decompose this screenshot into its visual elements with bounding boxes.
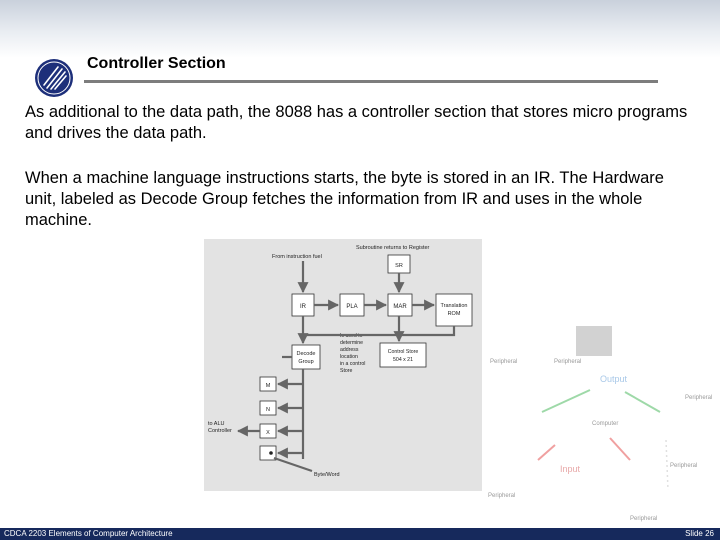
control-store-size: 504 x 21: [393, 357, 413, 363]
slide-title: Controller Section: [87, 55, 226, 72]
green-arrow-right: [624, 391, 661, 413]
controller-diagram: Subroutine returns to Register From inst…: [204, 239, 482, 491]
controller-label: Controller: [208, 428, 232, 434]
background-computer-diagram: Peripheral Peripheral Output Peripheral …: [488, 326, 712, 522]
slide-number: Slide 26: [685, 529, 714, 538]
m-label: M: [266, 383, 271, 389]
m-register-box: [259, 376, 277, 392]
group-label: Group: [298, 359, 313, 365]
control-store-label: Control Store: [388, 349, 419, 355]
red-arrow-left: [537, 444, 556, 461]
note-line-5: in a control: [340, 361, 365, 367]
n-register-box: [259, 400, 277, 416]
sr-label: SR: [395, 263, 403, 269]
note-line-2: determine: [340, 340, 363, 346]
translation-label: Translation: [440, 303, 467, 309]
bg-output-label: Output: [600, 374, 628, 384]
bg-computer-label: Computer: [592, 421, 618, 427]
bg-peripheral-label-2: Peripheral: [554, 359, 581, 365]
mar-label: MAR: [393, 304, 407, 310]
byte-word-box: [259, 445, 277, 461]
subroutine-label: Subroutine returns to Register: [356, 245, 430, 251]
university-logo-icon: [35, 59, 73, 97]
bg-input-label: Input: [560, 464, 581, 474]
background-square: [576, 326, 612, 356]
note-line-6: Store: [340, 368, 353, 374]
footer-bar: CDCA 2203 Elements of Computer Architect…: [0, 528, 720, 540]
bg-peripheral-label-3: Peripheral: [685, 395, 712, 401]
green-arrow-left: [541, 389, 591, 413]
red-arrow-right: [609, 437, 631, 461]
bg-peripheral-label-1: Peripheral: [490, 359, 517, 365]
note-line-3: address: [340, 347, 359, 353]
decode-group-box: [291, 344, 321, 370]
pla-label: PLA: [346, 304, 357, 310]
bg-peripheral-label-4: Peripheral: [670, 463, 697, 469]
byte-word-dot: [269, 451, 273, 455]
x-label: X: [266, 430, 270, 436]
byte-word-label: Byte/Word: [314, 472, 340, 478]
header-band: [0, 0, 720, 58]
bg-dashed-line: [665, 439, 669, 491]
from-instruction-label: From instruction fuel: [272, 254, 322, 260]
bg-peripheral-label-6: Peripheral: [630, 516, 657, 522]
body-paragraph-1: As additional to the data path, the 8088…: [25, 103, 688, 142]
body-paragraph-2: When a machine language instructions sta…: [25, 169, 664, 229]
rom-label: ROM: [448, 311, 461, 317]
note-line-4: location: [340, 354, 358, 360]
n-label: N: [266, 407, 270, 413]
diagram-connectors: [236, 261, 456, 473]
footer-course-title: CDCA 2203 Elements of Computer Architect…: [4, 529, 173, 538]
title-divider: [84, 80, 658, 83]
control-store-box: [379, 342, 427, 368]
ir-label: IR: [300, 304, 307, 310]
translation-rom-box: [435, 293, 473, 327]
bg-peripheral-label-5: Peripheral: [488, 493, 515, 499]
to-alu-label: to ALU: [208, 421, 225, 427]
decode-label: Decode: [297, 351, 316, 357]
